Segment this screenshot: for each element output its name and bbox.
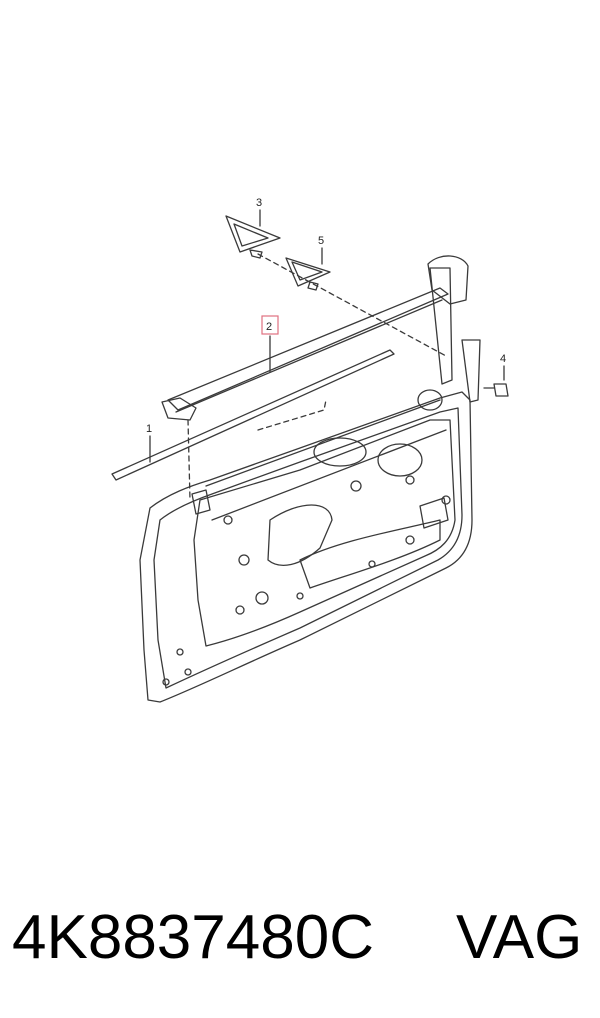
- dashed-guide-a: [257, 253, 447, 357]
- door-exploded-diagram: 1 2 3 4 5: [111, 197, 509, 703]
- panel-hole-4: [235, 605, 245, 615]
- brand-label: VAG: [456, 903, 583, 972]
- triangle-trim-5: [285, 257, 331, 287]
- panel-hole-3: [255, 591, 269, 605]
- panel-hole-11: [176, 648, 184, 656]
- panel-opening-c: [417, 389, 443, 411]
- callout-3: 3: [256, 197, 262, 209]
- door-shell: [139, 391, 473, 703]
- latch-area: [419, 497, 449, 529]
- dashed-guide-c: [257, 399, 327, 431]
- triangle-trim-3: [225, 215, 281, 253]
- callout-4: 4: [500, 353, 506, 365]
- panel-hole-1: [223, 515, 233, 525]
- triangle-trim-3-clip: [249, 249, 263, 259]
- panel-hole-7: [405, 475, 415, 485]
- hinge-bracket: [191, 489, 211, 515]
- panel-hole-6: [350, 480, 362, 492]
- panel-hole-8: [441, 495, 451, 505]
- window-sill-end-cap: [161, 397, 197, 421]
- panel-hole-13: [162, 678, 170, 686]
- upper-rail: [205, 399, 441, 487]
- panel-hole-10: [405, 535, 415, 545]
- outer-window-seal: [111, 349, 395, 481]
- panel-hole-5: [296, 592, 304, 600]
- mid-rail: [211, 429, 447, 521]
- window-sill-strip-upper: [167, 287, 449, 411]
- rear-pillar: [461, 339, 481, 403]
- triangle-trim-3-inner: [233, 223, 269, 247]
- window-frame-pillar: [429, 267, 453, 385]
- triangle-trim-5-inner: [291, 261, 323, 281]
- window-sill-strip-lower: [175, 299, 443, 413]
- callout-2: 2: [266, 321, 272, 333]
- callout-2-highlight: [261, 315, 279, 335]
- panel-hole-9: [368, 560, 376, 568]
- callout-1: 1: [146, 423, 152, 435]
- inner-panel: [193, 419, 456, 647]
- panel-opening-b: [377, 443, 423, 477]
- lower-opening: [299, 519, 441, 589]
- speaker-cavity: [267, 504, 333, 566]
- panel-hole-12: [184, 668, 192, 676]
- door-shell-inner-edge: [153, 407, 463, 689]
- triangle-trim-5-clip: [307, 281, 319, 291]
- panel-hole-2: [238, 554, 250, 566]
- callout-5: 5: [318, 235, 324, 247]
- mirror-mount: [427, 255, 469, 305]
- bolt: [493, 383, 509, 397]
- footer-caption: 4K8837480C VAG: [0, 888, 600, 988]
- panel-opening-a: [313, 437, 367, 467]
- part-number: 4K8837480C: [12, 903, 374, 972]
- dashed-guide-b: [187, 419, 191, 501]
